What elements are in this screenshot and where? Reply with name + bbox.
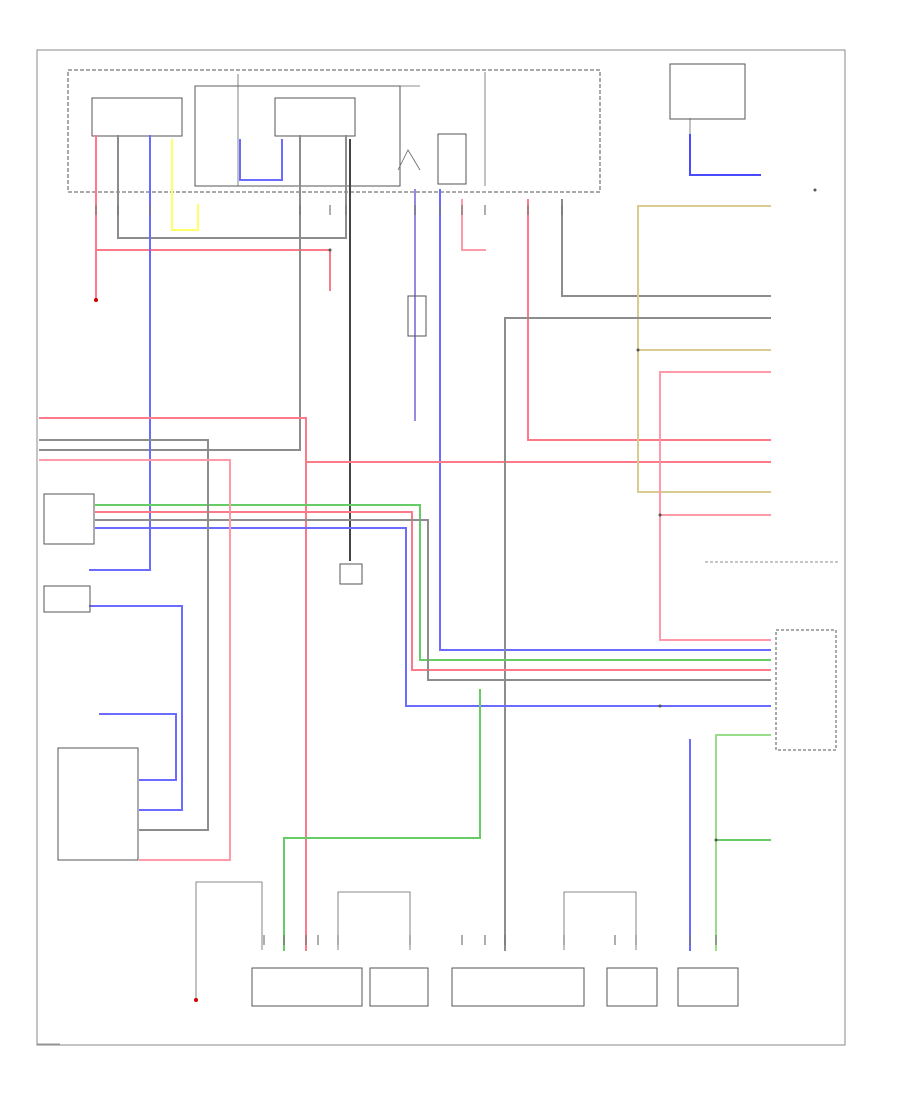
- bottom-module-3-leads: [563, 891, 637, 950]
- wire-bus-red: [95, 511, 771, 671]
- wire-yellow: [171, 139, 199, 231]
- wire-red-long: [39, 417, 307, 951]
- wire-blue-left-low: [89, 605, 183, 811]
- splice-dot-3: [658, 513, 662, 517]
- wire-grey-2: [39, 135, 301, 451]
- fuse-panel: [67, 69, 601, 193]
- wire-blue-top-right: [689, 134, 761, 176]
- wire-grey-1: [117, 135, 347, 239]
- wire-blue-left-loop: [99, 713, 177, 781]
- wire-pink-short: [461, 199, 486, 251]
- wire-green-right-low: [715, 734, 771, 951]
- bottom-module-1-lead: [195, 881, 263, 950]
- ground-point-top: [94, 298, 98, 302]
- wire-blue-2: [239, 139, 283, 181]
- connection-points: [94, 188, 817, 1002]
- bottom-modules: [195, 881, 739, 1007]
- connector-center: [339, 563, 363, 585]
- module-right-bus: [775, 629, 837, 751]
- bottom-module-4: [606, 967, 658, 1007]
- bottom-module-5: [677, 967, 739, 1007]
- relay-top-small: [437, 133, 467, 185]
- wire-pink-right: [659, 371, 771, 641]
- wire-red-center: [527, 199, 771, 441]
- bottom-module-2: [369, 967, 429, 1007]
- module-left: [43, 493, 95, 545]
- diagram-frame: [36, 49, 846, 1046]
- splice-dot-1: [328, 248, 332, 252]
- top-right-unit: [669, 63, 746, 120]
- wire-bus-green: [95, 504, 771, 661]
- splice-dot-6: [658, 704, 662, 708]
- splice-dot-2: [636, 348, 640, 352]
- mid-components: [43, 295, 840, 861]
- wire-grey-right: [504, 317, 771, 951]
- bottom-module-3: [451, 967, 585, 1007]
- wires: [39, 134, 771, 951]
- wire-red-2: [95, 249, 331, 291]
- wire-bus-blue: [95, 527, 771, 707]
- wire-green-bottom: [283, 689, 481, 951]
- wire-bus-grey: [95, 519, 771, 681]
- wire-pink-left-low: [39, 459, 231, 861]
- sensor-center: [407, 295, 427, 337]
- top-panel: [67, 63, 746, 193]
- connector-pins: [95, 205, 717, 945]
- relay-center: [274, 97, 356, 137]
- bottom-module-1: [251, 967, 363, 1007]
- wire-grey-center: [561, 199, 771, 297]
- relay-left: [91, 97, 183, 137]
- wire-grey-left-low: [39, 439, 209, 831]
- wire-blue-1: [89, 135, 151, 571]
- switch-contact: [397, 149, 421, 171]
- splice-dot-5: [813, 188, 817, 192]
- splice-dot-4: [714, 838, 718, 842]
- ground-point-bottom: [194, 998, 198, 1002]
- bottom-module-2-leads: [337, 891, 411, 950]
- wire-blue-center: [439, 189, 771, 651]
- switch-left: [43, 585, 91, 613]
- combination-switch: [57, 747, 139, 861]
